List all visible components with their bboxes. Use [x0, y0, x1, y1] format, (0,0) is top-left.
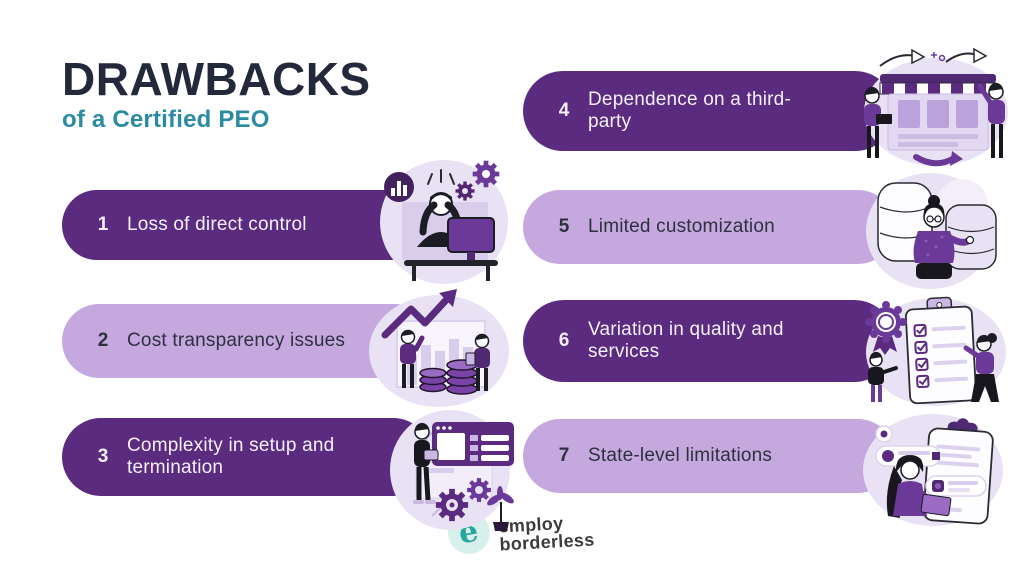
state-chat-clipboard-illustration [848, 400, 1018, 528]
drawback-item-1: 1 Loss of direct control [62, 190, 432, 260]
quality-checklist-award-illustration [848, 286, 1018, 408]
item-label: Cost transparency issues [127, 329, 346, 351]
item-label: State-level limitations [588, 444, 773, 466]
drawback-item-6: 6 Variation in quality and services [523, 300, 895, 382]
drawback-item-4: 4 Dependence on a third-party [523, 71, 895, 151]
item-number: 1 [97, 214, 109, 235]
drawback-item-5: 5 Limited customization [523, 190, 895, 264]
customization-frames-illustration [850, 165, 1018, 291]
item-label: Limited customization [588, 215, 775, 237]
item-number: 3 [97, 446, 109, 467]
item-number: 2 [97, 330, 109, 351]
page-title: DRAWBACKS [62, 53, 371, 105]
item-label: Loss of direct control [127, 213, 307, 235]
frustrated-user-computer-illustration [372, 150, 512, 285]
setup-gears-browser-illustration [380, 398, 517, 532]
item-number: 6 [558, 330, 570, 351]
item-label: Variation in quality and services [588, 318, 784, 362]
item-number: 4 [558, 100, 570, 121]
header: DRAWBACKS of a Certified PEO [62, 56, 371, 134]
item-label: Complexity in setup and termination [127, 434, 335, 478]
item-number: 5 [558, 216, 570, 237]
third-party-storefront-illustration [850, 40, 1018, 168]
rising-costs-coins-illustration [363, 283, 515, 408]
logo-line-2: borderless [499, 529, 595, 555]
drawback-item-3: 3 Complexity in setup and termination [62, 418, 432, 496]
drawback-item-2: 2 Cost transparency issues [62, 304, 432, 378]
item-number: 7 [558, 445, 570, 466]
item-label: Dependence on a third-party [588, 88, 791, 132]
drawback-item-7: 7 State-level limitations [523, 419, 895, 493]
page-subtitle: of a Certified PEO [62, 106, 270, 133]
